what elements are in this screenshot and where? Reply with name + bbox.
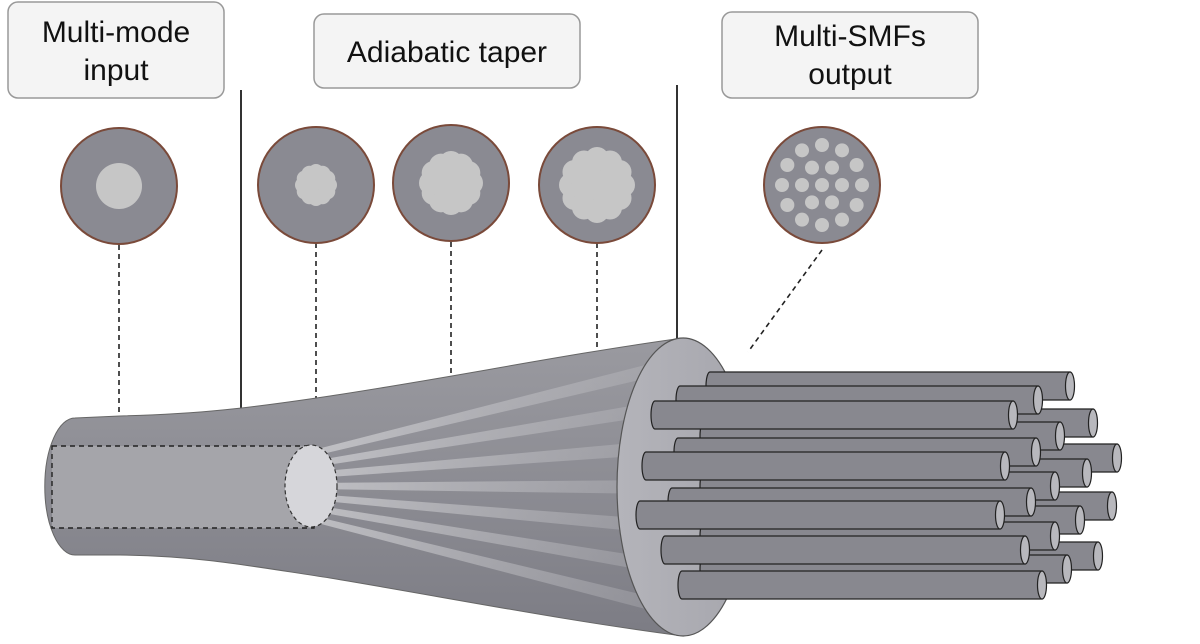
core-dot [825, 160, 839, 175]
light-ray [311, 515, 660, 613]
fiber-end-face [994, 500, 1006, 530]
core-dot [795, 143, 809, 158]
fiber-end-face [1030, 437, 1042, 467]
label-text: output [808, 58, 892, 91]
label-text: Multi-mode [42, 16, 190, 49]
fiber-end-face [1111, 443, 1123, 473]
core-dot [815, 138, 829, 152]
fiber-end-face [1036, 570, 1048, 600]
core-dot [815, 218, 829, 232]
fiber-end-face [1074, 505, 1086, 535]
core-dot [835, 178, 849, 192]
core-dot [795, 178, 809, 192]
single-mode-fiber [635, 500, 1006, 530]
core-interface [284, 444, 338, 528]
leader-lines [118, 242, 823, 417]
fiber-end-face [1092, 541, 1104, 571]
core-dot [775, 178, 789, 192]
label-multimode-input: Multi-mode input [7, 1, 225, 99]
fiber-end-face [1049, 521, 1061, 551]
core-dot [607, 160, 632, 184]
light-ray [311, 400, 660, 468]
fiber-end-face [1007, 400, 1019, 430]
light-ray [311, 480, 660, 494]
single-mode-fiber [660, 535, 1031, 565]
fiber-end-face [1081, 458, 1093, 488]
light-ray [311, 361, 660, 457]
fiber-end-face [1025, 487, 1037, 517]
single-mode-fiber-bundle [635, 371, 1123, 600]
light-ray [311, 440, 660, 479]
fiber-end-face [999, 451, 1011, 481]
fiber-end-face [1061, 554, 1073, 584]
single-mode-fiber [650, 400, 1019, 430]
label-multi-smfs-output: Multi-SMFs output [721, 11, 979, 99]
core-dot [795, 212, 809, 227]
core-dot [825, 195, 839, 210]
light-ray [311, 504, 660, 574]
core-dot [849, 158, 864, 172]
label-text: input [83, 54, 149, 87]
core-dot [815, 178, 829, 192]
core-dot [835, 143, 849, 158]
core-dot [456, 161, 481, 185]
light-rays [311, 361, 660, 613]
fiber-end-face [1106, 491, 1118, 521]
core-dot [835, 212, 849, 227]
multimode-core [51, 445, 315, 529]
label-text: Multi-SMFs [774, 20, 926, 53]
single-mode-fiber [641, 451, 1011, 481]
core-dot [805, 195, 819, 210]
fiber-end-face [1054, 421, 1066, 451]
fiber-end-face [1087, 408, 1099, 438]
fiber-end-face [1032, 385, 1044, 415]
core-dot [319, 170, 336, 187]
core-dot [855, 178, 869, 192]
core-dot [780, 198, 795, 212]
fiber-end-face [1049, 471, 1061, 501]
light-ray [311, 493, 660, 534]
label-adiabatic-taper: Adiabatic taper [313, 13, 581, 89]
core-dot [780, 158, 795, 172]
single-mode-fiber [677, 570, 1048, 600]
fiber-end-face [1064, 371, 1076, 401]
core-dot [849, 198, 864, 212]
fiber-end-face [1019, 535, 1031, 565]
label-text: Adiabatic taper [347, 36, 547, 69]
core-dot [96, 163, 142, 209]
core-dot [805, 160, 819, 175]
